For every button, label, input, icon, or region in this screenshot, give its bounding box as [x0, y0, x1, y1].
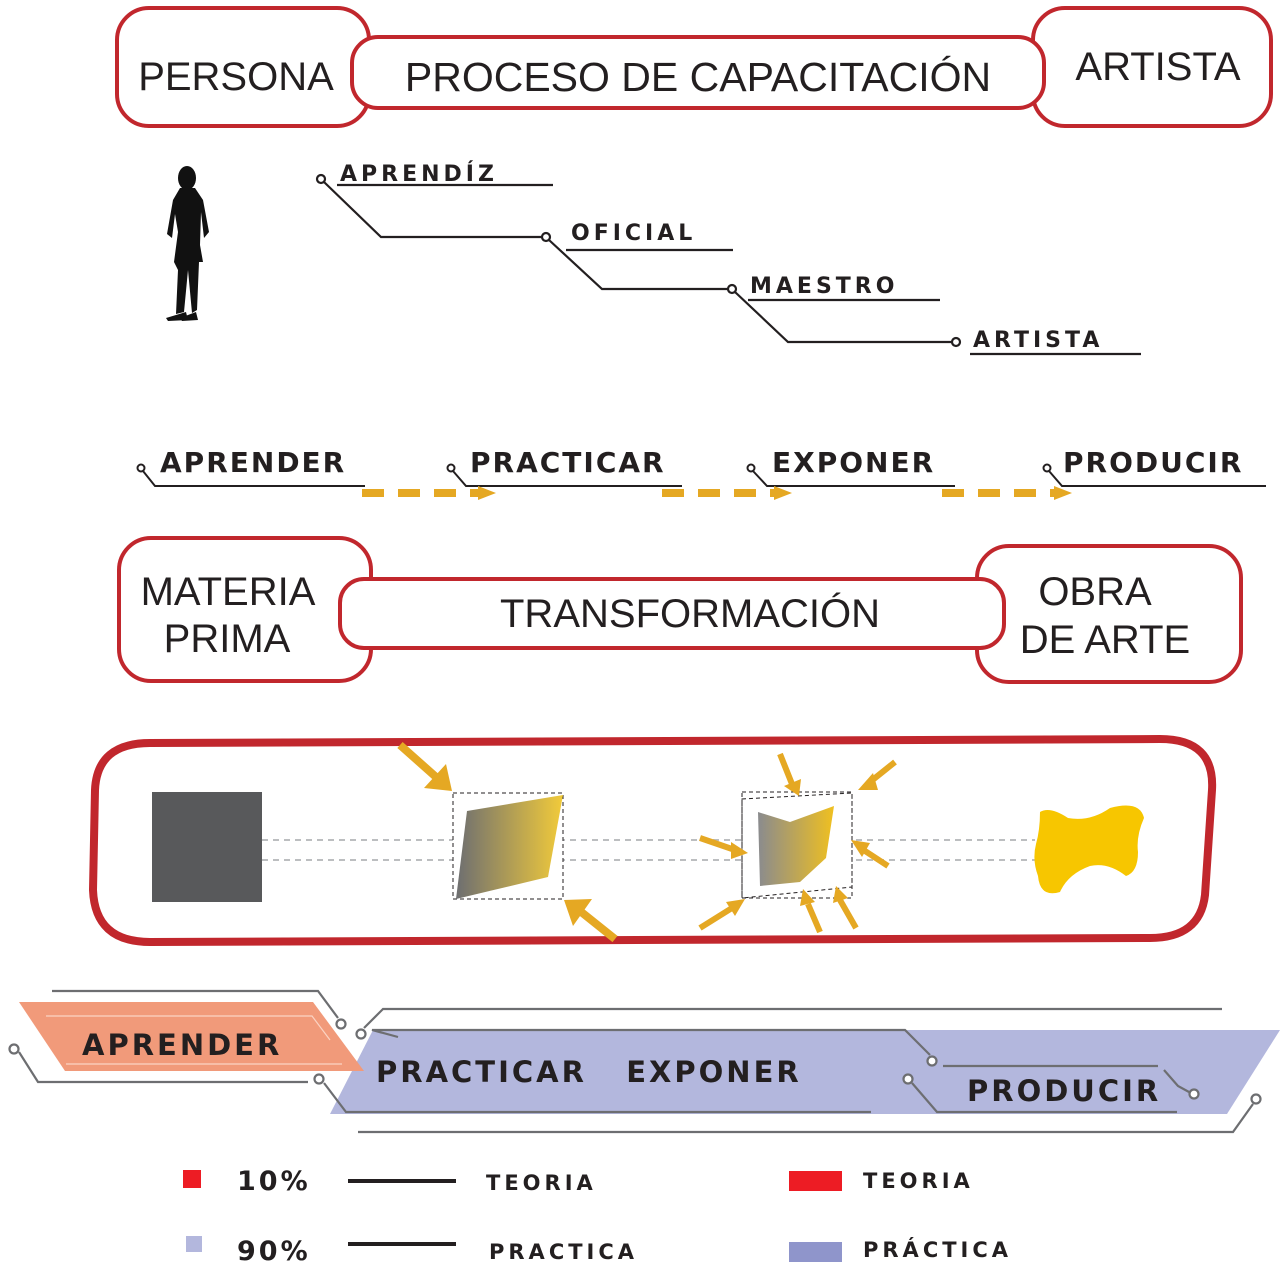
career-node-2	[540, 231, 552, 243]
process-step-3: EXPONER	[772, 446, 935, 479]
transformacion-label: TRANSFORMACIÓN	[500, 591, 880, 636]
legend-color-label-practice: PRÁCTICA	[863, 1237, 1012, 1262]
dashed-arrow-3	[942, 486, 1072, 500]
legend-percent-practice: 90%	[237, 1236, 311, 1264]
proceso-box	[350, 35, 1046, 110]
career-node-1	[315, 173, 327, 185]
process-step-4: PRODUCIR	[1063, 446, 1243, 479]
materia-label-1: MATERIA	[141, 570, 316, 614]
ratio-practice-label: PRACTICAR EXPONER	[376, 1055, 802, 1089]
legend-practice-swatch	[789, 1242, 842, 1262]
learn-band	[19, 1002, 364, 1071]
dashed-arrow-2	[662, 486, 792, 500]
artista-label: ARTISTA	[1075, 45, 1241, 89]
transformation-group: MATERIA PRIMA TRANSFORMACIÓN OBRA DE ART…	[117, 536, 1243, 684]
legend-line-label-theory: TEORIA	[486, 1171, 597, 1195]
press-arrow-top-left	[397, 742, 452, 791]
process-steps-row: APRENDER PRACTICAR EXPONER PRODUCIR	[136, 446, 1266, 500]
career-step-4: ARTISTA	[973, 328, 1103, 353]
ratio-bar: APRENDER PRACTICAR EXPONER PRODUCIR	[8, 989, 1280, 1134]
header-group: PERSONA PROCESO DE CAPACITACIÓN ARTISTA	[115, 6, 1273, 128]
materia-label-2: PRIMA	[164, 617, 291, 661]
raw-material-square	[152, 792, 262, 902]
persona-label: PERSONA	[138, 55, 334, 99]
transformacion-box	[338, 577, 1006, 650]
obra-label-2: DE ARTE	[1020, 618, 1190, 662]
dashed-arrow-1	[362, 486, 496, 500]
ratio-produce-label: PRODUCIR	[967, 1074, 1161, 1108]
legend-practice-square	[186, 1236, 202, 1252]
legend-line-label-practice: PRACTICA	[489, 1240, 638, 1264]
artwork-blob	[1034, 805, 1144, 894]
career-node-4	[950, 336, 962, 348]
career-staircase	[315, 173, 1141, 356]
ratio-learn-label: APRENDER	[82, 1028, 282, 1062]
career-node-3	[726, 283, 738, 295]
career-step-1: APRENDÍZ	[340, 161, 498, 187]
shape-stage-3	[698, 752, 897, 934]
shape-stage-2	[397, 742, 618, 943]
process-step-2: PRACTICAR	[470, 446, 666, 479]
obra-label-1: OBRA	[1038, 570, 1152, 614]
legend-theory-square	[183, 1170, 201, 1188]
legend-theory-swatch	[789, 1171, 842, 1191]
legend: 10% TEORIA TEORIA 90% PRACTICA PRÁCTICA	[183, 1166, 1012, 1264]
legend-color-label-theory: TEORIA	[863, 1169, 974, 1193]
person-silhouette-icon	[166, 166, 209, 321]
career-step-2: OFICIAL	[571, 221, 696, 246]
career-step-3: MAESTRO	[750, 274, 898, 299]
proceso-label: PROCESO DE CAPACITACIÓN	[405, 54, 991, 100]
transformation-illustration	[88, 734, 1217, 947]
process-step-1: APRENDER	[160, 446, 346, 479]
legend-percent-theory: 10%	[237, 1166, 311, 1197]
press-arrow-bottom-right	[564, 899, 618, 943]
practice-band	[330, 1030, 1280, 1114]
